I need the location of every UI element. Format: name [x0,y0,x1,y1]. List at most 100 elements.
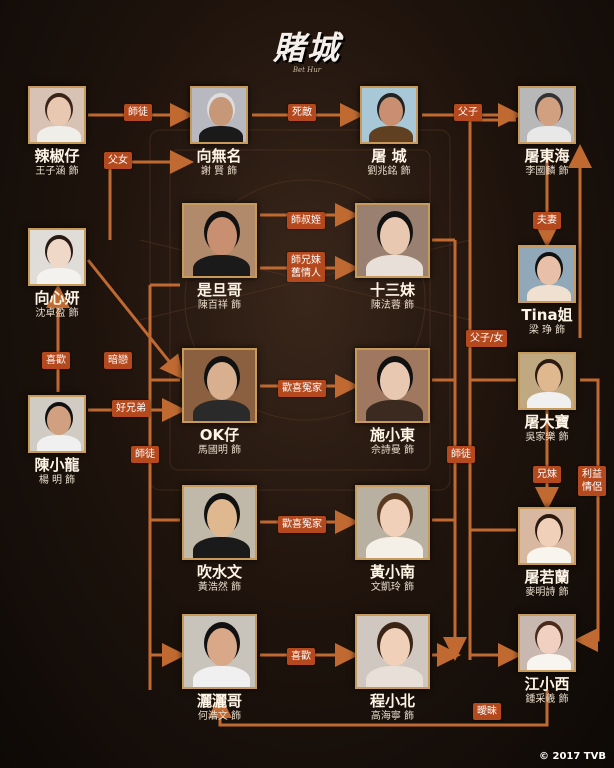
drama-title: 賭城 Bet Hur [232,30,382,84]
character-name-lajiaozai: 辣椒仔 [34,147,80,165]
character-photo-chuishuiwen [182,485,257,560]
portrait-body [526,126,572,142]
relation-label-r7: 師兄妹 舊情人 [287,252,325,282]
character-name-chuishuiwen: 吹水文 [196,563,242,581]
actor-name-jiangxiaoxi: 鍾采羲 飾 [525,694,569,705]
drama-title-main: 賭城 [272,29,341,67]
relation-label-r17: 歡喜冤家 [278,516,326,533]
portrait-face [47,406,71,436]
actor-name-huangxiaonan: 文凱玲 飾 [370,582,415,593]
character-name-tudabao: 屠大寶 [524,413,570,431]
actor-name-shidange: 陳百祥 飾 [197,300,242,311]
copyright: © 2017 TVB [539,751,606,762]
relation-label-r18: 喜歡 [287,648,315,665]
relation-label-r8: 喜歡 [42,352,70,369]
actor-name-shixiaodong: 佘詩曼 飾 [370,445,415,456]
character-name-xiangxinyan: 向心妍 [34,289,80,307]
relation-label-r9: 暗戀 [104,352,132,369]
portrait-body [193,399,250,421]
character-name-shisanmei: 十三妹 [369,281,415,299]
relation-label-r13: 師徒 [131,446,159,463]
portrait-face [379,628,410,666]
portrait-body [193,665,250,687]
character-name-tinajie: Tina姐 [521,306,573,324]
relation-label-r2: 死敵 [288,104,316,121]
portrait-face [537,518,561,548]
portrait-body [366,254,423,276]
portrait-body [526,392,572,408]
portrait-body [366,665,423,687]
portrait-face [206,362,237,400]
actor-name-chuishuiwen: 黃浩然 飾 [197,582,242,593]
character-photo-tudonghai [518,86,576,144]
actor-name-tudonghai: 李國麟 飾 [525,166,569,177]
portrait-face [537,363,561,393]
portrait-face [206,499,237,537]
portrait-body [366,536,423,558]
portrait-face [537,256,561,286]
portrait-body [36,126,82,142]
relation-label-r12: 歡喜冤家 [278,380,326,397]
portrait-face [379,362,410,400]
portrait-body [526,654,572,670]
portrait-face [379,217,410,255]
relation-label-r10: 父子/女 [466,330,508,347]
character-name-turuolan: 屠若蘭 [524,568,570,586]
character-photo-xiangwuming [190,86,248,144]
character-photo-xiangxinyan [28,228,86,286]
portrait-body [368,126,414,142]
portrait-face [379,499,410,537]
character-photo-shisanmei [355,203,430,278]
actor-name-chengxiaobei: 高海寧 飾 [370,711,415,722]
portrait-face [537,97,561,127]
character-name-okzai: OK仔 [199,426,240,444]
actor-name-shisanmei: 陳法蓉 飾 [370,300,415,311]
actor-name-xiangwuming: 謝 賢 飾 [200,166,238,177]
portrait-body [36,268,82,284]
portrait-body [366,399,423,421]
portrait-face [47,239,71,269]
character-photo-lajiaozai [28,86,86,144]
character-photo-shixiaodong [355,348,430,423]
character-photo-shidange [182,203,257,278]
actor-name-lajiaozai: 王子涵 飾 [35,166,79,177]
actor-name-tinajie: 梁 琤 飾 [528,325,566,336]
actor-name-tudabao: 吳家樂 飾 [525,432,569,443]
actor-name-turuolan: 麥明詩 飾 [525,587,569,598]
character-name-shidange: 是旦哥 [196,281,242,299]
actor-name-xiangxinyan: 沈卓盈 飾 [35,308,79,319]
character-name-xiangwuming: 向無名 [196,147,242,165]
character-name-tucheng: 屠 城 [371,147,407,165]
relation-label-r11: 好兄弟 [112,400,150,417]
character-photo-chenxiaolong [28,395,86,453]
character-name-chengxiaobei: 程小北 [369,692,415,710]
portrait-face [209,97,233,127]
character-name-tudonghai: 屠東海 [524,147,570,165]
actor-name-tucheng: 劉兆銘 飾 [367,166,411,177]
character-name-huangxiaonan: 黃小南 [369,563,415,581]
portrait-body [526,285,572,301]
actor-name-chenxiaolong: 楊 明 飾 [38,475,76,486]
portrait-body [526,547,572,563]
relation-label-r19: 曖昧 [473,703,501,720]
character-photo-sasage [182,614,257,689]
character-name-sasage: 灑灑哥 [196,692,242,710]
portrait-body [193,254,250,276]
character-photo-huangxiaonan [355,485,430,560]
relation-label-r5: 師叔姪 [287,212,325,229]
relation-label-r16: 利益 情侶 [578,466,606,496]
relation-label-r14: 師徒 [447,446,475,463]
relation-label-r15: 兄妹 [533,466,561,483]
character-photo-tudabao [518,352,576,410]
character-photo-chengxiaobei [355,614,430,689]
character-photo-jiangxiaoxi [518,614,576,672]
character-name-jiangxiaoxi: 江小西 [524,675,570,693]
character-photo-tucheng [360,86,418,144]
portrait-face [47,97,71,127]
portrait-face [206,628,237,666]
relation-label-r4: 父女 [104,152,132,169]
portrait-body [198,126,244,142]
portrait-face [537,625,561,655]
portrait-body [36,435,82,451]
relation-label-r3: 父子 [454,104,482,121]
